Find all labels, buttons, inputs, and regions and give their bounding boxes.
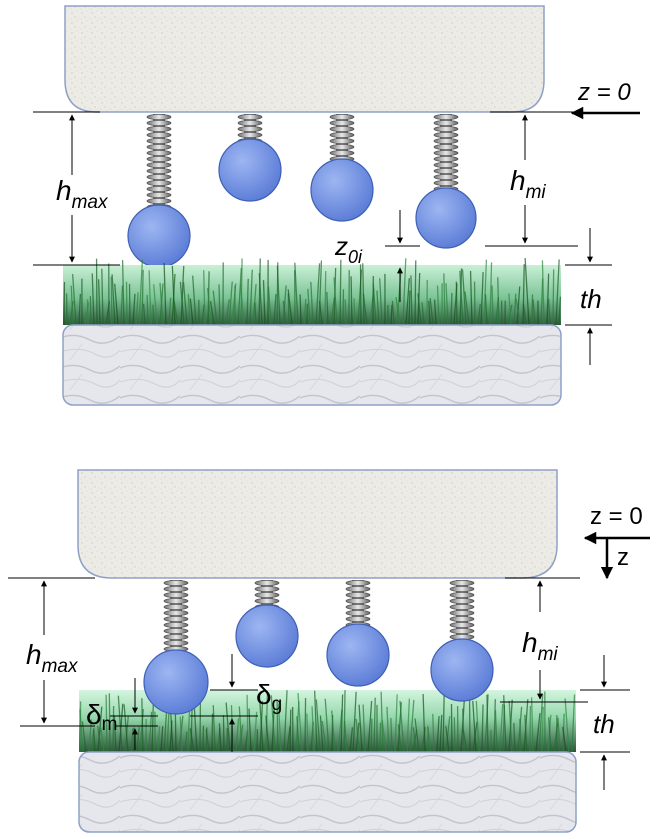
ball <box>127 204 191 268</box>
z-axis-label: z <box>617 544 629 571</box>
ball <box>143 649 209 715</box>
ball <box>430 638 494 702</box>
base-plate <box>62 324 562 406</box>
top-panel: z = 0 hmax hmi z0i th <box>33 5 640 406</box>
springs <box>146 114 459 212</box>
z0i-label: z0i <box>334 231 363 267</box>
z0-label: z = 0 <box>590 503 643 530</box>
hmax-label: hmax <box>56 175 109 213</box>
th-label: th <box>593 709 615 739</box>
balls <box>127 138 477 268</box>
z0-label: z = 0 <box>577 79 631 106</box>
ball <box>235 604 299 668</box>
balls <box>143 604 494 715</box>
spring <box>237 114 263 145</box>
top-plate <box>64 5 545 113</box>
ball <box>218 138 282 202</box>
bottom-panel: z = 0 z hmax hmi δm δg th <box>8 469 650 833</box>
ball <box>326 623 390 687</box>
hmi-label: hmi <box>522 627 558 665</box>
ball <box>415 187 477 249</box>
hmax-label: hmax <box>26 639 79 677</box>
delta-m-label: δm <box>86 699 117 735</box>
spring <box>433 114 459 192</box>
th-label: th <box>580 284 602 314</box>
springs <box>163 580 475 660</box>
hmi-label: hmi <box>510 165 546 203</box>
ball <box>310 158 374 222</box>
top-plate <box>77 469 558 579</box>
spring <box>329 114 355 163</box>
spring <box>146 114 172 212</box>
spring <box>163 580 189 660</box>
grass-blades <box>63 258 562 326</box>
delta-g-label: δg <box>256 679 282 715</box>
spring <box>345 580 371 630</box>
base-plate <box>78 751 577 833</box>
